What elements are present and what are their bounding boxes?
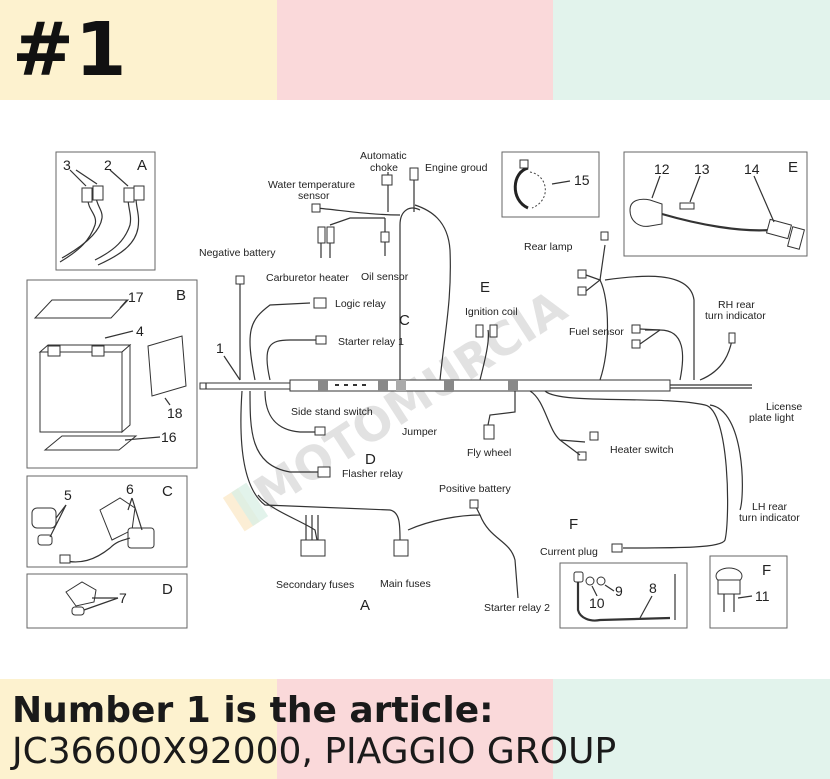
inset-f-parts-drawing (573, 571, 676, 622)
part-number-16: 16 (161, 429, 177, 445)
article-number-heading: #1 (12, 7, 128, 93)
svg-text:RH rear: RH rear (718, 299, 755, 311)
side-stand-switch-label: Side stand switch (291, 406, 373, 418)
fuel-sensor-label: Fuel sensor (569, 326, 624, 338)
inset-box-e (623, 151, 808, 257)
section-letter-a-main: A (360, 597, 370, 614)
current-plug-label: Current plug (540, 546, 598, 558)
rh-rear-turn-indicator-label: RH rear turn indicator (705, 299, 766, 322)
inset-box-f-parts (559, 562, 688, 629)
main-harness (199, 379, 752, 392)
inset-box-c (26, 475, 188, 568)
section-letter-c-main: C (399, 312, 410, 329)
part-number-10: 10 (589, 595, 605, 611)
svg-text:Water temperature: Water temperature (268, 179, 355, 191)
part-number-1: 1 (216, 340, 224, 356)
header-band (0, 0, 830, 100)
oil-sensor-label: Oil sensor (361, 271, 409, 283)
section-letter-d-inset: D (162, 581, 173, 598)
part-number-7: 7 (119, 590, 127, 606)
part-number-15: 15 (574, 172, 590, 188)
section-letter-e-inset: E (788, 159, 798, 176)
harness-branches (235, 167, 743, 599)
caption-band-mint (553, 679, 830, 779)
svg-text:sensor: sensor (298, 190, 330, 202)
part-number-9: 9 (615, 583, 623, 599)
svg-text:MOTOMURCIA: MOTOMURCIA (244, 279, 576, 521)
part-number-13: 13 (694, 161, 710, 177)
negative-battery-label: Negative battery (199, 247, 276, 259)
svg-text:LH rear: LH rear (752, 501, 788, 513)
part-number-5: 5 (64, 487, 72, 503)
part-number-2: 2 (104, 157, 112, 173)
wiring-diagram: MOTOMURCIA 3 2 A 17 4 (26, 150, 808, 629)
inset-d-drawing (65, 581, 119, 616)
license-plate-light-label: License plate light (749, 401, 802, 424)
automatic-choke-label: Automatic choke (360, 150, 407, 174)
svg-text:turn indicator: turn indicator (705, 310, 766, 322)
inset-box-b (26, 279, 198, 469)
caption-article: JC36600X92000, PIAGGIO GROUP (12, 731, 617, 772)
positive-battery-label: Positive battery (439, 483, 512, 495)
battery-drawing (33, 299, 187, 451)
jumper-label: Jumper (402, 426, 438, 438)
part-number-11: 11 (755, 588, 770, 604)
part-number-8: 8 (649, 580, 657, 596)
lh-rear-turn-indicator-label: LH rear turn indicator (739, 501, 800, 524)
inset-box-f (709, 555, 788, 629)
caption-band (0, 679, 830, 779)
main-fuses-label: Main fuses (380, 578, 431, 590)
flasher-relay-label: Flasher relay (342, 468, 403, 480)
engine-ground-label: Engine groud (425, 162, 488, 174)
inset-box-a (55, 151, 156, 271)
section-letter-e-main: E (480, 279, 490, 296)
carburetor-heater-label: Carburetor heater (266, 272, 349, 284)
part-number-14: 14 (744, 161, 760, 177)
part-number-6: 6 (126, 481, 134, 497)
section-letter-c-inset: C (162, 483, 173, 500)
part-number-12: 12 (654, 161, 670, 177)
svg-text:plate light: plate light (749, 412, 794, 424)
svg-text:choke: choke (370, 162, 398, 174)
inset-box-d (26, 573, 188, 629)
heater-switch-label: Heater switch (610, 444, 674, 456)
section-letter-f-inset: F (762, 562, 771, 579)
section-letter-f-main: F (569, 516, 578, 533)
clamp-drawing (513, 159, 571, 210)
water-temperature-label: Water temperature sensor (268, 179, 355, 202)
section-letter-b: B (176, 287, 186, 304)
part-number-4: 4 (136, 323, 144, 339)
inset-a-connectors (59, 169, 145, 266)
svg-text:Automatic: Automatic (360, 150, 407, 162)
watermark: MOTOMURCIA (222, 279, 576, 532)
section-letter-d-main: D (365, 451, 376, 468)
svg-text:License: License (766, 401, 802, 413)
band-mint (553, 0, 830, 100)
logic-relay-label: Logic relay (335, 298, 387, 310)
inset-e-drawing (629, 175, 805, 250)
caption-band-yellow (0, 679, 277, 779)
starter-relay-1-label: Starter relay 1 (338, 336, 404, 348)
band-pink (277, 0, 553, 100)
inset-box-15 (501, 151, 600, 218)
section-letter-a-inset: A (137, 157, 147, 174)
inset-c-drawing (31, 497, 155, 564)
caption-title: Number 1 is the article: (12, 690, 494, 731)
band-yellow (0, 0, 277, 100)
starter-relay-2-label: Starter relay 2 (484, 602, 550, 614)
secondary-fuses-label: Secondary fuses (276, 579, 354, 591)
caption-band-pink (277, 679, 553, 779)
fly-wheel-label: Fly wheel (467, 447, 511, 459)
ignition-coil-label: Ignition coil (465, 306, 518, 318)
inset-f-switch-drawing (715, 567, 753, 612)
part-number-17: 17 (128, 289, 144, 305)
part-number-3: 3 (63, 157, 71, 173)
part-number-18: 18 (167, 405, 183, 421)
rear-lamp-label: Rear lamp (524, 241, 573, 253)
svg-text:turn indicator: turn indicator (739, 512, 800, 524)
